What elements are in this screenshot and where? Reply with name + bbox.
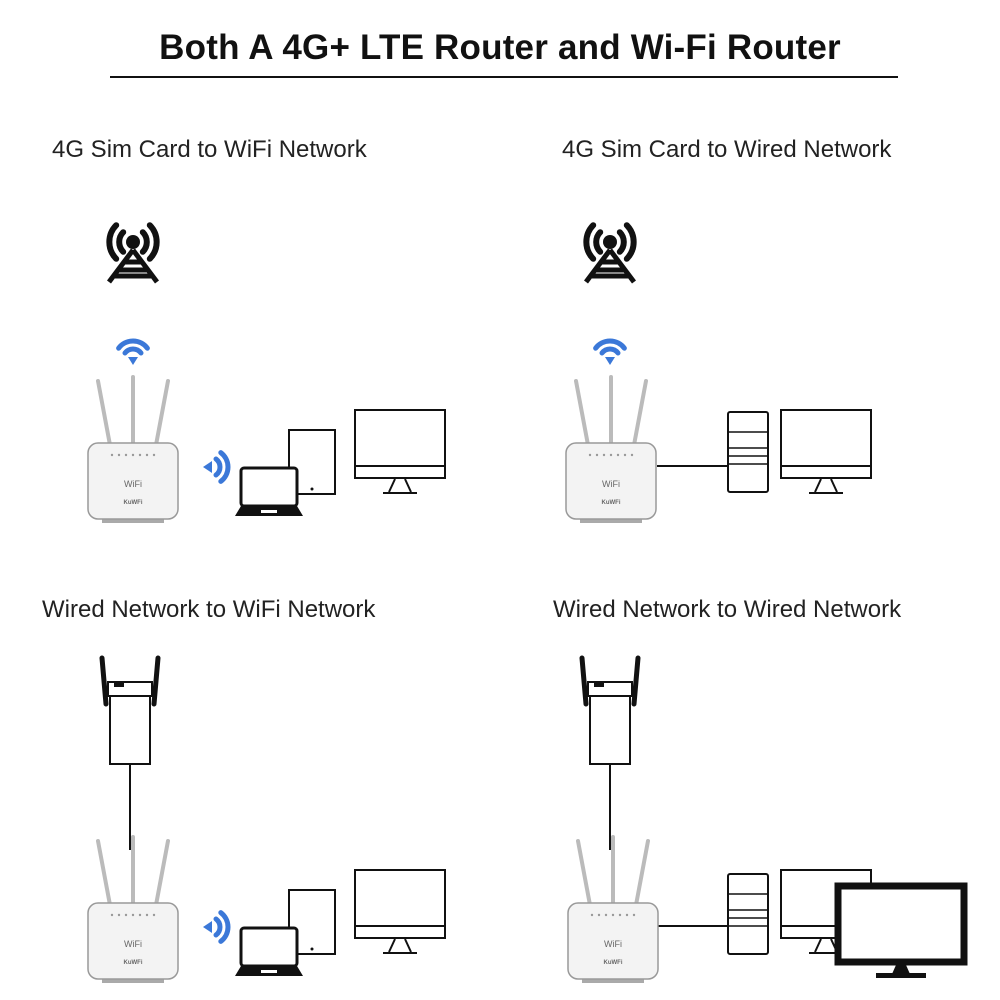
range-extender-icon bbox=[99, 655, 161, 765]
monitor-icon bbox=[354, 869, 446, 954]
range-extender-icon bbox=[579, 655, 641, 765]
monitor-icon bbox=[354, 409, 446, 494]
cell-tower-icon bbox=[106, 222, 160, 284]
router-logo-wifi: WiFi bbox=[604, 939, 622, 949]
router-logo-brand: KuWFi bbox=[604, 960, 623, 966]
pc-tower-icon bbox=[727, 411, 769, 493]
monitor-icon bbox=[780, 409, 872, 494]
wifi-icon bbox=[203, 450, 231, 484]
monitor-icon bbox=[834, 882, 968, 978]
pc-tower-icon bbox=[727, 873, 769, 955]
title-underline bbox=[110, 76, 898, 78]
router-logo-wifi: WiFi bbox=[602, 479, 620, 489]
router-logo-brand: KuWFi bbox=[602, 500, 621, 506]
panel-label-sim-to-wifi: 4G Sim Card to WiFi Network bbox=[52, 136, 367, 163]
wifi-icon bbox=[116, 338, 150, 365]
panel-label-sim-to-wired: 4G Sim Card to Wired Network bbox=[562, 136, 892, 163]
router-logo-brand: KuWFi bbox=[124, 500, 143, 506]
router-logo-brand: KuWFi bbox=[124, 960, 143, 966]
laptop-icon bbox=[235, 466, 303, 516]
panel-label-wired-to-wired: Wired Network to Wired Network bbox=[553, 596, 902, 623]
wifi-icon bbox=[593, 338, 627, 365]
wifi-icon bbox=[203, 910, 231, 944]
laptop-icon bbox=[235, 926, 303, 976]
page-title: Both A 4G+ LTE Router and Wi-Fi Router bbox=[159, 28, 841, 67]
panel-label-wired-to-wifi: Wired Network to WiFi Network bbox=[42, 596, 376, 623]
router-logo-wifi: WiFi bbox=[124, 479, 142, 489]
cell-tower-icon bbox=[583, 222, 637, 284]
router-logo-wifi: WiFi bbox=[124, 939, 142, 949]
